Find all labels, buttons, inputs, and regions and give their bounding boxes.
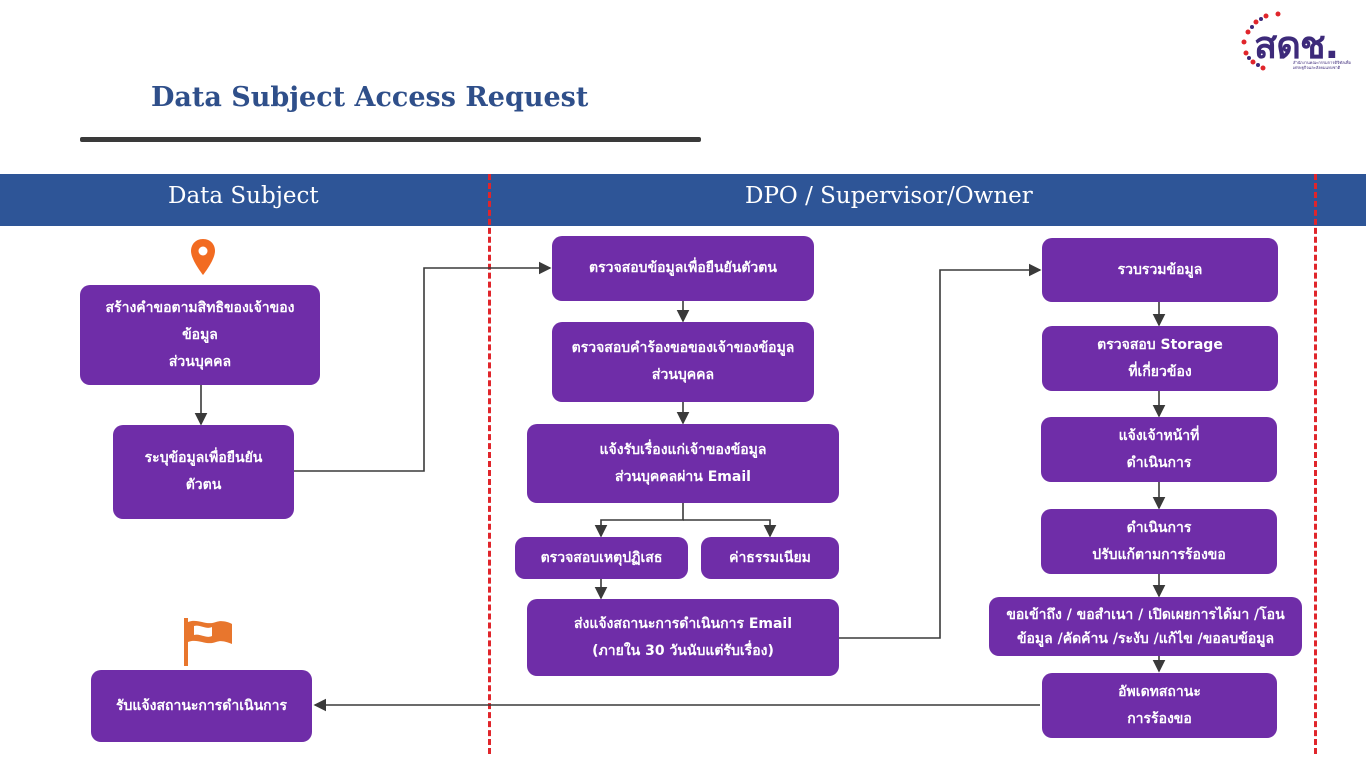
location-pin-icon <box>191 239 215 275</box>
node-check-request-label: ตรวจสอบคำร้องขอของเจ้าของข้อมูล ส่วนบุคค… <box>571 340 795 383</box>
lane-label-dpo: DPO / Supervisor/Owner <box>745 183 1033 209</box>
node-notify-staff: แจ้งเจ้าหน้าที่ ดำเนินการ <box>1041 417 1277 482</box>
node-receive-status: รับแจ้งสถานะการดำเนินการ <box>91 670 312 742</box>
node-create-request: สร้างคำขอตามสิทธิของเจ้าของ ข้อมูล ส่วนบ… <box>80 285 320 385</box>
node-check-request: ตรวจสอบคำร้องขอของเจ้าของข้อมูล ส่วนบุคค… <box>552 322 814 402</box>
node-check-rejection-label: ตรวจสอบเหตุปฏิเสธ <box>540 549 663 566</box>
lane-divider-left <box>488 174 491 754</box>
node-notify-email-label: แจ้งรับเรื่องแก่เจ้าของข้อมูล ส่วนบุคคลผ… <box>599 441 767 485</box>
node-check-storage: ตรวจสอบ Storage ที่เกี่ยวข้อง <box>1042 326 1278 391</box>
node-actions: ขอเข้าถึง / ขอสำเนา / เปิดเผยการได้มา /โ… <box>989 597 1302 656</box>
node-update-status: อัพเดทสถานะ การร้องขอ <box>1042 673 1277 738</box>
node-check-rejection: ตรวจสอบเหตุปฏิเสธ <box>515 537 688 579</box>
node-notify-email: แจ้งรับเรื่องแก่เจ้าของข้อมูล ส่วนบุคคลผ… <box>527 424 839 503</box>
logo-subtitle: สำนักงานคณะกรรมการดิจิทัลเพื่อเศรษฐกิจแล… <box>1293 60 1351 70</box>
node-collect-data-label: รวบรวมข้อมูล <box>1117 261 1203 278</box>
title-underline <box>80 137 701 142</box>
node-receive-status-label: รับแจ้งสถานะการดำเนินการ <box>115 697 288 714</box>
logo-text: สดช. <box>1254 23 1339 67</box>
node-verify-identity-label: ตรวจสอบข้อมูลเพื่อยืนยันตัวตน <box>589 260 777 276</box>
node-create-request-label: สร้างคำขอตามสิทธิของเจ้าของ ข้อมูล ส่วนบ… <box>105 299 295 370</box>
lane-divider-right <box>1314 174 1317 754</box>
node-fee: ค่าธรรมเนียม <box>701 537 839 579</box>
node-collect-data: รวบรวมข้อมูล <box>1042 238 1278 302</box>
node-check-storage-label: ตรวจสอบ Storage ที่เกี่ยวข้อง <box>1097 336 1223 380</box>
node-update-status-label: อัพเดทสถานะ การร้องขอ <box>1118 683 1201 727</box>
lane-header-band <box>0 174 1366 226</box>
node-verify-identity: ตรวจสอบข้อมูลเพื่อยืนยันตัวตน <box>552 236 814 301</box>
node-send-status-label: ส่งแจ้งสถานะการดำเนินการ Email (ภายใน 30… <box>573 615 793 659</box>
node-specify-identity-label: ระบุข้อมูลเพื่อยืนยัน ตัวตน <box>144 450 263 493</box>
node-process: ดำเนินการ ปรับแก้ตามการร้องขอ <box>1041 509 1277 574</box>
node-fee-label: ค่าธรรมเนียม <box>729 549 811 566</box>
logo-ring-icon <box>1241 11 1281 71</box>
flag-icon <box>180 614 236 668</box>
node-send-status: ส่งแจ้งสถานะการดำเนินการ Email (ภายใน 30… <box>527 599 839 676</box>
node-notify-staff-label: แจ้งเจ้าหน้าที่ ดำเนินการ <box>1118 427 1200 471</box>
node-actions-label: ขอเข้าถึง / ขอสำเนา / เปิดเผยการได้มา /โ… <box>1006 606 1285 647</box>
node-process-label: ดำเนินการ ปรับแก้ตามการร้องขอ <box>1092 519 1226 563</box>
page-title: Data Subject Access Request <box>151 82 589 113</box>
lane-label-data-subject: Data Subject <box>168 183 319 209</box>
node-specify-identity: ระบุข้อมูลเพื่อยืนยัน ตัวตน <box>113 425 294 519</box>
